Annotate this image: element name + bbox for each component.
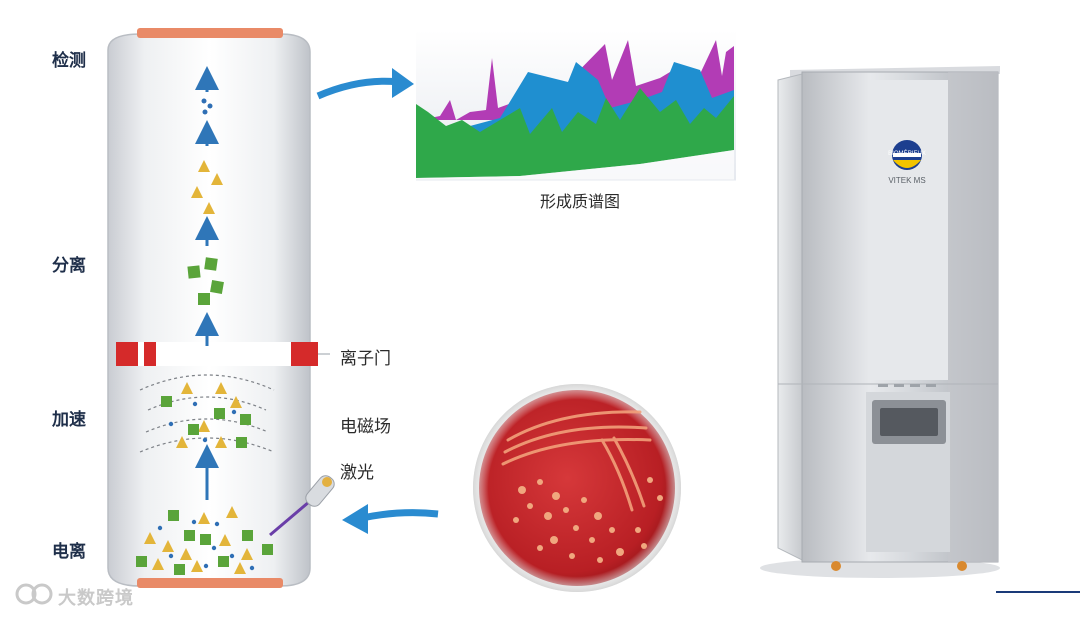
arrow-to-tube-head — [342, 504, 368, 534]
stage-label-separate: 分离 — [52, 256, 86, 276]
brand-name: BIOMÉRIEUX — [888, 151, 926, 157]
petri-dish — [473, 384, 681, 592]
model-name: VITEK MS — [888, 176, 926, 185]
label-ion-gate: 离子门 — [340, 349, 391, 369]
mass-spec-tube — [107, 28, 311, 588]
laser-emitter — [269, 475, 335, 537]
ion-gate — [116, 342, 318, 366]
bottom-cap — [137, 578, 283, 588]
ion-particles — [136, 98, 273, 575]
stage-label-detect: 检测 — [52, 51, 86, 71]
stage-label-accelerate: 加速 — [52, 410, 86, 430]
label-laser: 激光 — [340, 463, 374, 483]
arrow-to-spectrum-head — [392, 68, 414, 98]
watermark-logo-icon — [15, 583, 53, 605]
arrow-to-spectrum — [316, 77, 399, 100]
arrow-to-tube — [361, 509, 439, 522]
mass-spectrum-graphic — [416, 30, 736, 180]
label-em-field: 电磁场 — [340, 417, 391, 437]
stage-label-ionize: 电离 — [52, 542, 86, 562]
watermark-text: 大数跨境 — [58, 588, 134, 609]
spectrum-caption: 形成质谱图 — [540, 192, 621, 211]
top-cap — [137, 28, 283, 38]
vitek-ms-instrument — [760, 66, 1000, 578]
